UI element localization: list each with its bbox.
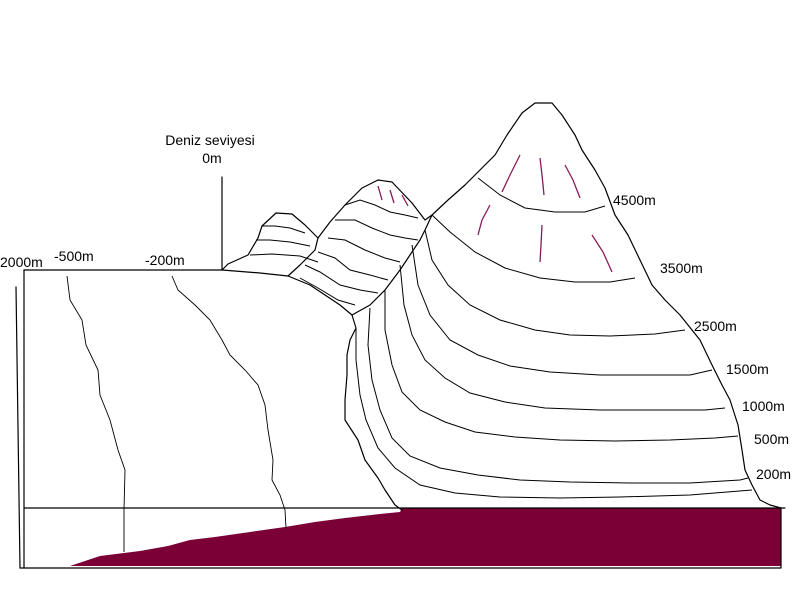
altitude-label-1500: 1500m: [726, 361, 769, 377]
big-peak-contour-500: [384, 290, 739, 442]
hatch-mark: [539, 224, 543, 263]
continent-outline: [221, 102, 782, 509]
altitude-label-1000: 1000m: [742, 398, 785, 414]
continental-slope: [221, 269, 403, 511]
hatch-mark: [401, 194, 409, 207]
hatch-mark: [539, 157, 545, 196]
depth-label-200: -200m: [145, 252, 185, 268]
big-peak-contour-2500: [424, 229, 686, 337]
hatch-mark: [377, 185, 383, 201]
summit-hatching: [377, 154, 613, 273]
hatch-mark: [591, 234, 613, 273]
big-peak-contour-shore: [355, 328, 753, 499]
altitude-label-2500: 2500m: [694, 318, 737, 334]
depth-label-2000: 2000m: [0, 254, 43, 270]
altitude-label-200: 200m: [756, 466, 791, 482]
depth-line-500: [66, 275, 126, 552]
sea-level-zero: 0m: [202, 150, 221, 166]
sea-level-title: Deniz seviyesi: [165, 132, 254, 148]
hatch-mark: [501, 154, 521, 193]
hatch-mark: [389, 189, 395, 204]
altitude-label-4500: 4500m: [613, 192, 656, 208]
altitude-label-500: 500m: [754, 431, 789, 447]
block-left-edge: [15, 286, 21, 569]
altitude-label-3500: 3500m: [660, 260, 703, 276]
depth-label-500: -500m: [54, 248, 94, 264]
big-peak-contour-3500: [431, 214, 636, 283]
big-peak-contour-1500: [411, 244, 713, 376]
ground-fill: [70, 508, 781, 566]
depth-line-200: [171, 275, 287, 529]
big-peak-contour-1000: [399, 264, 726, 411]
big-peak-contour-4500: [477, 177, 606, 213]
big-peak-contour-200: [367, 307, 749, 484]
hatch-mark: [564, 164, 581, 199]
mid-peak-contours: [299, 199, 419, 306]
ridge-line-mid: [351, 214, 433, 316]
small-peak-contours: [249, 225, 319, 263]
ridge-line-left: [287, 237, 319, 277]
hatch-mark: [477, 204, 491, 236]
block-outline: [23, 269, 782, 569]
